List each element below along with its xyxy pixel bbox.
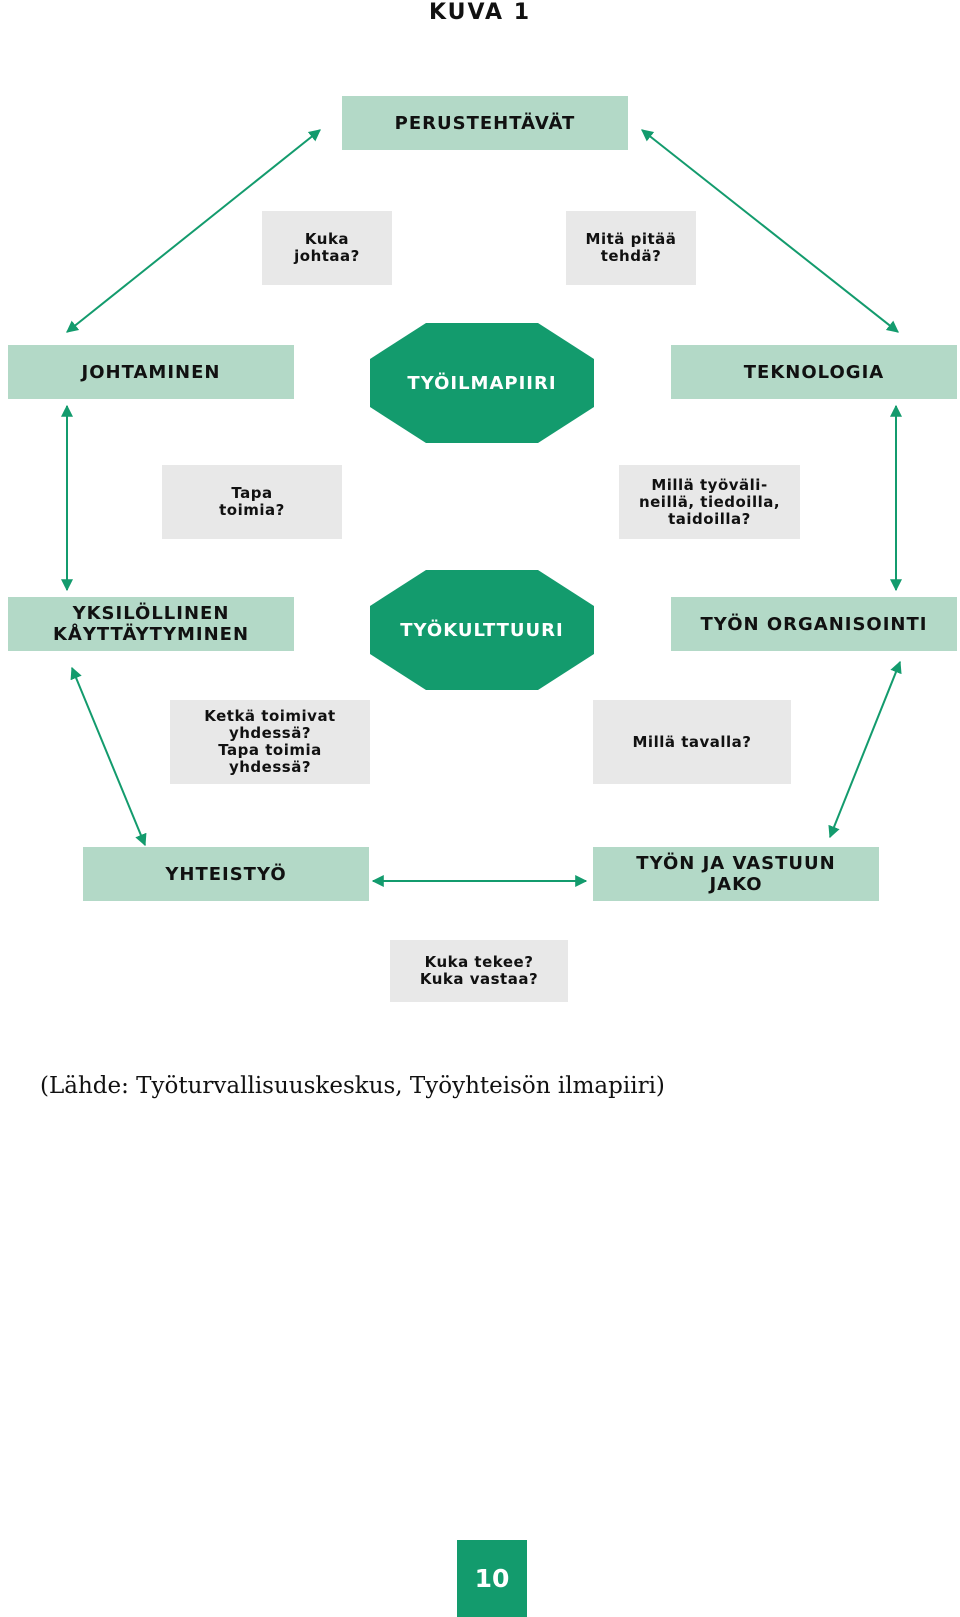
arrow-perustehtavat-johtaminen bbox=[66, 129, 321, 333]
question-milla-tyovalineilla: Millä työväli- neillä, tiedoilla, taidoi… bbox=[619, 465, 800, 539]
source-caption: (Lähde: Työturvallisuuskeskus, Työyhteis… bbox=[40, 1073, 665, 1099]
page-number: 10 bbox=[457, 1540, 527, 1617]
question-kuka-tekee: Kuka tekee? Kuka vastaa? bbox=[390, 940, 568, 1002]
octagon-tyokulttuuri: TYÖKULTTUURI bbox=[370, 570, 594, 690]
question-milla-tavalla: Millä tavalla? bbox=[593, 700, 791, 784]
arrow-perustehtavat-teknologia bbox=[641, 129, 899, 333]
arrow-yksilollinen-yhteistyo bbox=[70, 666, 147, 847]
question-kuka-johtaa: Kuka johtaa? bbox=[262, 211, 392, 285]
box-johtaminen: JOHTAMINEN bbox=[8, 345, 294, 399]
box-tyon-ja-vastuun-jako: TYÖN JA VASTUUN JAKO bbox=[593, 847, 879, 901]
box-yksilollinen-kayttaytyminen: YKSILÖLLINEN KÅYTTÄYTYMINEN bbox=[8, 597, 294, 651]
box-tyon-organisointi: TYÖN ORGANISOINTI bbox=[671, 597, 957, 651]
box-teknologia: TEKNOLOGIA bbox=[671, 345, 957, 399]
question-mita-pitaa-tehda: Mitä pitää tehdä? bbox=[566, 211, 696, 285]
box-yhteistyo: YHTEISTYÖ bbox=[83, 847, 369, 901]
arrow-organisointi-vastuunjako bbox=[828, 660, 902, 839]
question-tapa-toimia: Tapa toimia? bbox=[162, 465, 342, 539]
octagon-tyoilmapiiri: TYÖILMAPIIRI bbox=[370, 323, 594, 443]
figure-title: KUVA 1 bbox=[428, 0, 532, 25]
question-ketka-toimivat-yhdessa: Ketkä toimivat yhdessä? Tapa toimia yhde… bbox=[170, 700, 370, 784]
box-perustehtavat: PERUSTEHTÄVÄT bbox=[342, 96, 628, 150]
